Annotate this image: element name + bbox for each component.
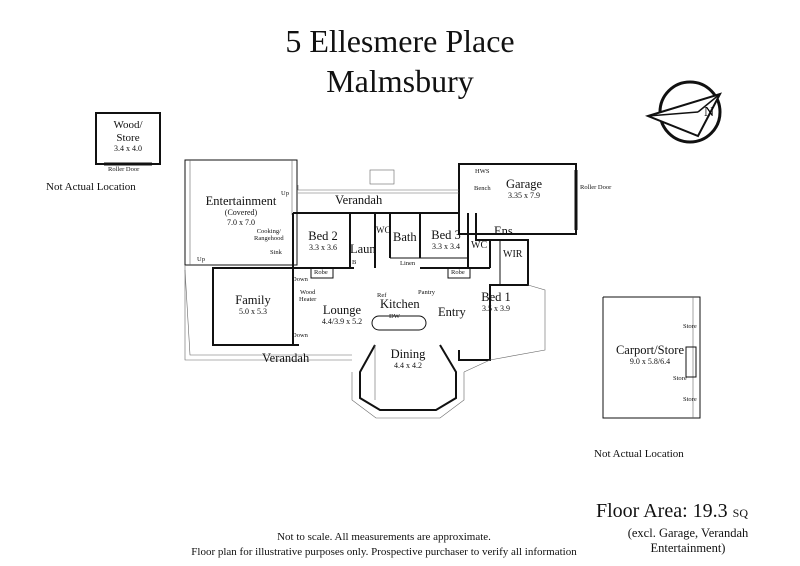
floor-area-exclusions: (excl. Garage, Verandah Entertainment)	[600, 526, 776, 556]
bed1-name: Bed 1	[481, 290, 511, 304]
up-label-1: Up	[281, 190, 289, 197]
garage-dims: 3.35 x 7.9	[508, 191, 540, 201]
dining-name: Dining	[390, 347, 426, 361]
wood-store-label: Wood/ Store 3.4 x 4.0	[98, 119, 158, 153]
laundry-label: Laun	[350, 242, 376, 256]
linen-label: Linen	[400, 260, 416, 267]
down-label-2: Down	[292, 332, 308, 339]
bed2-dims: 3.3 x 3.6	[309, 243, 337, 253]
wood-store-door: Roller Door	[108, 166, 140, 173]
title-town: Malmsbury	[326, 63, 474, 99]
verandah-bottom-label: Verandah	[262, 351, 310, 365]
footer-line1: Not to scale. All measurements are appro…	[277, 531, 491, 543]
footer-line2: Floor plan for illustrative purposes onl…	[191, 546, 577, 558]
carport-name: Carport/Store	[615, 343, 685, 357]
compass-icon: N	[644, 80, 722, 144]
room-family: Family 5.0 x 5.3	[230, 293, 276, 317]
sink-label: Sink	[270, 249, 282, 256]
floor-area-excl-line2: Entertainment)	[650, 541, 726, 555]
not-actual-location-left: Not Actual Location	[46, 181, 136, 193]
lounge-name: Lounge	[322, 303, 362, 317]
entertainment-dims: 7.0 x 7.0	[227, 217, 255, 227]
room-bed3: Bed 3 3.3 x 3.4	[424, 228, 468, 252]
hws-label: HWS	[475, 168, 490, 175]
bed1-dims: 3.5 x 3.9	[482, 304, 510, 314]
wir-label: WIR	[503, 249, 523, 260]
bed3-name: Bed 3	[431, 228, 461, 242]
pantry-label: Pantry	[418, 289, 435, 296]
store-label-2: Store	[673, 375, 687, 382]
carport-dims: 9.0 x 5.8/6.4	[629, 357, 671, 367]
room-dining: Dining 4.4 x 4.2	[384, 347, 432, 371]
robe-label-2: Robe	[451, 269, 465, 276]
cooking-rangehood-label: Cooking/ Rangehood	[254, 228, 284, 242]
verandah-top-label: Verandah	[335, 193, 383, 207]
family-dims: 5.0 x 5.3	[239, 307, 267, 317]
floor-area-unit: SQ	[732, 506, 748, 520]
family-name: Family	[235, 293, 271, 307]
wood-store-name: Wood/ Store	[113, 119, 143, 144]
footer-disclaimer: Not to scale. All measurements are appro…	[176, 530, 592, 560]
room-carport: Carport/Store 9.0 x 5.8/6.4	[612, 343, 688, 367]
bench-label: Bench	[474, 185, 491, 192]
kitchen-label: Kitchen	[380, 297, 420, 311]
up-label-2: Up	[197, 256, 205, 263]
bed3-dims: 3.3 x 3.4	[432, 242, 460, 252]
not-actual-location-right: Not Actual Location	[594, 448, 684, 460]
robe-label-1: Robe	[314, 269, 328, 276]
room-entertainment: Entertainment (Covered) 7.0 x 7.0	[192, 194, 290, 227]
garage-name: Garage	[505, 177, 543, 191]
b-label: B	[352, 259, 357, 266]
svg-text:N: N	[704, 105, 714, 120]
bed2-name: Bed 2	[308, 229, 338, 243]
dishwasher-label: DW	[389, 313, 400, 320]
lounge-dims: 4.4/3.9 x 5.2	[321, 317, 363, 327]
room-lounge: Lounge 4.4/3.9 x 5.2	[314, 303, 370, 327]
store-label-3: Store	[683, 396, 697, 403]
room-bed2: Bed 2 3.3 x 3.6	[300, 229, 346, 253]
title-address: 5 Ellesmere Place	[285, 23, 515, 59]
entertainment-name: Entertainment	[205, 194, 277, 208]
down-label-1: Down	[292, 276, 308, 283]
ensuite-label: Ens	[494, 224, 513, 238]
dining-dims: 4.4 x 4.2	[394, 361, 422, 371]
wood-heater-label: Wood Heater	[299, 289, 317, 303]
wc2-label: WC	[471, 240, 488, 251]
floor-area-main: Floor Area: 19.3	[596, 500, 728, 522]
bath-label: Bath	[393, 230, 417, 244]
entry-label: Entry	[438, 305, 466, 319]
room-garage: Garage 3.35 x 7.9	[494, 177, 554, 201]
garage-roller-door: Roller Door	[580, 184, 612, 191]
floor-area-excl-line1: (excl. Garage, Verandah	[627, 526, 749, 540]
wc1-label: WC	[376, 225, 391, 235]
room-bed1: Bed 1 3.5 x 3.9	[476, 290, 516, 314]
entertainment-sub: (Covered)	[224, 208, 258, 218]
floor-area: Floor Area: 19.3 SQ	[596, 500, 748, 523]
wood-store-dims: 3.4 x 4.0	[114, 144, 142, 154]
store-label-1: Store	[683, 323, 697, 330]
ref-label: Ref	[377, 292, 387, 299]
